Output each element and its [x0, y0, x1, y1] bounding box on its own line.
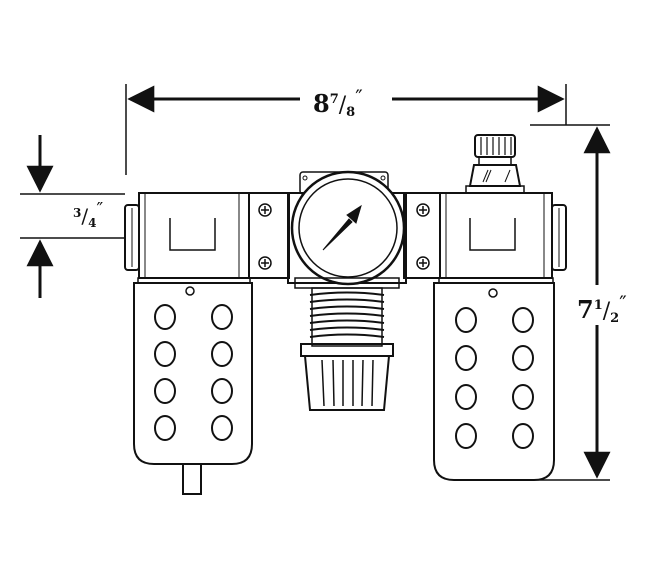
port-dimension: 3/4″	[20, 135, 125, 298]
connector-left	[248, 192, 290, 279]
regulator-adjustment-knob	[303, 355, 391, 411]
lubricator-bowl-grip-holes	[455, 307, 534, 449]
screw-icon	[416, 203, 430, 217]
lubricator-label-window	[469, 218, 516, 251]
lubricator-unit	[433, 134, 567, 481]
height-dimension-label: 71/2″	[577, 291, 627, 326]
lubricator-sight-dome	[468, 164, 522, 187]
connector-body	[403, 192, 441, 279]
width-dimension-label: 87/8″	[313, 85, 363, 120]
screw-icon	[258, 203, 272, 217]
filter-bowl-grip-holes	[154, 304, 233, 441]
lubricator-outlet-port	[551, 204, 567, 271]
regulator-unit	[287, 170, 407, 411]
gauge-needle-tip	[346, 204, 362, 224]
gauge-needle	[322, 218, 353, 251]
filter-unit	[124, 192, 253, 495]
filter-bowl-lock	[185, 286, 195, 296]
filter-bowl	[133, 282, 253, 465]
port-dimension-label: 3/4″	[73, 199, 103, 230]
screw-icon	[416, 256, 430, 270]
regulator-spring-housing	[309, 287, 385, 347]
sight-dome-glare	[482, 169, 511, 183]
lubricator-bowl-lock	[488, 288, 498, 298]
filter-head	[138, 192, 250, 279]
gauge-face	[298, 178, 398, 278]
lubricator-bowl	[433, 282, 555, 481]
screw-icon	[258, 256, 272, 270]
filter-drain	[182, 463, 202, 495]
width-dimension: 87/8″	[125, 84, 567, 175]
height-dimension: 71/2″	[530, 124, 627, 481]
lubricator-head	[439, 192, 553, 279]
filter-label-window	[169, 218, 216, 251]
connector-right	[403, 192, 441, 279]
